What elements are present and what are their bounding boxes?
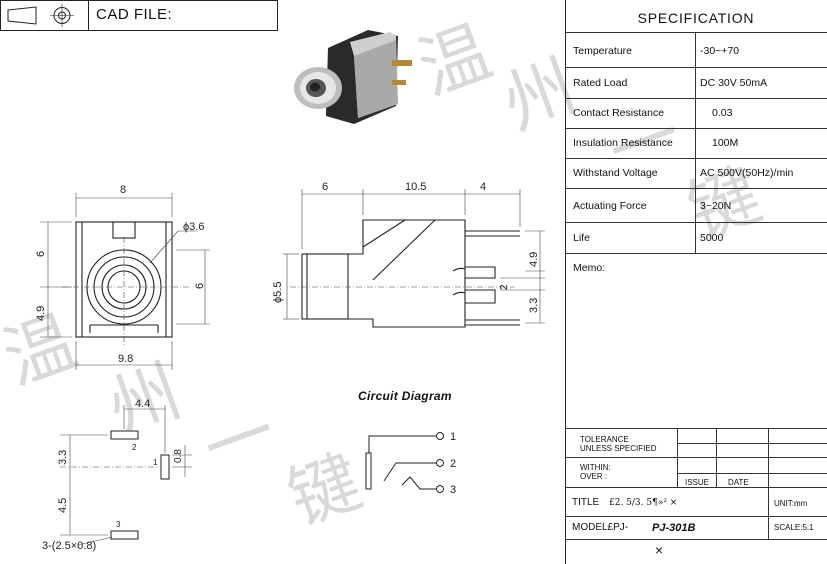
spec-col-divider bbox=[695, 32, 696, 253]
circuit-diagram: 1 2 3 bbox=[365, 431, 456, 496]
dim-front-bottom: 4.9 bbox=[35, 306, 47, 321]
pcb-pin-2: 2 bbox=[132, 443, 137, 452]
spec-value-life: 5000 bbox=[700, 232, 724, 244]
spec-title: SPECIFICATION bbox=[637, 10, 755, 26]
spec-value-insulation-resistance: 100M bbox=[712, 137, 739, 149]
product-photo bbox=[294, 30, 412, 124]
tolerance-label: TOLERANCE bbox=[580, 435, 629, 444]
within-label: WITHIN: bbox=[580, 463, 611, 472]
dim-side-r3: 3.3 bbox=[528, 298, 540, 313]
spec-rule bbox=[565, 67, 827, 68]
titleblock-rule bbox=[677, 473, 827, 474]
titleblock-rule bbox=[677, 443, 827, 444]
dim-front-top: 6 bbox=[35, 251, 47, 257]
title-label: TITLE bbox=[572, 497, 600, 508]
titleblock-col bbox=[716, 428, 717, 487]
titleblock-rule bbox=[565, 539, 827, 540]
spec-label-contact-resistance: Contact Resistance bbox=[573, 107, 665, 119]
titleblock-rule bbox=[677, 428, 827, 429]
pcb-pin-3: 3 bbox=[116, 520, 121, 529]
titleblock-rule bbox=[565, 487, 827, 488]
spec-rule bbox=[565, 128, 827, 129]
dim-side-r2: 2 bbox=[499, 284, 510, 290]
issue-label: ISSUE bbox=[685, 478, 710, 487]
model-value: PJ-301B bbox=[652, 522, 696, 534]
dim-pcb-45: 4.5 bbox=[57, 498, 69, 513]
dim-side-r1: 4.9 bbox=[528, 252, 540, 267]
circuit-pin-1: 1 bbox=[450, 431, 456, 443]
dim-pcb-pad: 3-(2.5×0.8) bbox=[42, 540, 96, 552]
title-value: £2. 5/3. 5¶»² × bbox=[609, 498, 678, 508]
cad-header-box bbox=[0, 0, 278, 31]
spec-label-insulation-resistance: Insulation Resistance bbox=[573, 137, 673, 149]
cad-header-divider bbox=[88, 0, 89, 31]
unit-label: UNIT:mm bbox=[774, 499, 808, 508]
spec-value-contact-resistance: 0.03 bbox=[712, 107, 733, 119]
projection-symbol-icon bbox=[7, 4, 74, 27]
dim-side-b: 10.5 bbox=[405, 181, 426, 193]
tolerance-sub-label: UNLESS SPECIFIED bbox=[580, 444, 657, 453]
date-label: DATE bbox=[728, 478, 749, 487]
spec-rule bbox=[565, 158, 827, 159]
dim-pcb-33: 3.3 bbox=[57, 450, 69, 465]
spec-label-temperature: Temperature bbox=[573, 45, 632, 57]
dim-pcb-44: 4.4 bbox=[135, 398, 150, 410]
spec-value-actuating-force: 3~20N bbox=[700, 200, 732, 212]
spec-rule bbox=[565, 188, 827, 189]
side-view-drawing: 6 10.5 4 ϕ5.5 4.9 2 3.3 bbox=[272, 181, 545, 328]
front-view-drawing: 8 ϕ3.6 6 6 4.9 9.8 bbox=[35, 184, 210, 370]
dim-side-c: 4 bbox=[480, 181, 486, 193]
scale-label: SCALE:5:1 bbox=[774, 523, 814, 532]
titleblock-col bbox=[677, 428, 678, 487]
spec-label-rated-load: Rated Load bbox=[573, 77, 628, 89]
cad-file-label: CAD FILE: bbox=[96, 6, 173, 23]
over-label: OVER : bbox=[580, 472, 608, 481]
spec-label-actuating-force: Actuating Force bbox=[573, 200, 647, 212]
dim-pcb-08: 0.8 bbox=[173, 449, 184, 463]
dim-front-base: 9.8 bbox=[118, 353, 133, 365]
spec-value-rated-load: DC 30V 50mA bbox=[700, 77, 768, 89]
pcb-pin-1: 1 bbox=[153, 458, 158, 467]
pcb-layout-drawing: 4.4 3.3 4.5 0.8 3-(2.5×0.8) 2 1 3 bbox=[42, 398, 192, 552]
dim-front-hole: ϕ3.6 bbox=[183, 221, 204, 233]
spec-value-withstand-voltage: AC 500V(50Hz)/min bbox=[700, 167, 794, 179]
titleblock-rule bbox=[565, 457, 827, 458]
dim-side-dia: ϕ5.5 bbox=[272, 282, 284, 303]
spec-rule bbox=[565, 222, 827, 223]
spec-label-withstand-voltage: Withstand Voltage bbox=[573, 167, 658, 179]
spec-rule bbox=[565, 32, 827, 33]
specification-panel bbox=[565, 0, 827, 564]
spec-value-temperature: -30~+70 bbox=[700, 45, 740, 57]
dim-side-a: 6 bbox=[322, 181, 328, 193]
spec-rule bbox=[565, 98, 827, 99]
titleblock-col bbox=[768, 428, 769, 539]
dim-front-right: 6 bbox=[194, 283, 206, 289]
circuit-pin-3: 3 bbox=[450, 484, 456, 496]
svg-text:温: 温 bbox=[408, 12, 500, 109]
model-label: MODEL£PJ- bbox=[572, 522, 629, 533]
spec-label-life: Life bbox=[573, 232, 590, 244]
spec-rule bbox=[565, 253, 827, 254]
dim-front-width: 8 bbox=[120, 184, 126, 196]
circuit-diagram-title: Circuit Diagram bbox=[358, 389, 452, 403]
titleblock-rule bbox=[565, 516, 827, 517]
memo-label: Memo: bbox=[573, 262, 606, 274]
footer-mark: × bbox=[655, 542, 664, 558]
circuit-pin-2: 2 bbox=[450, 458, 456, 470]
